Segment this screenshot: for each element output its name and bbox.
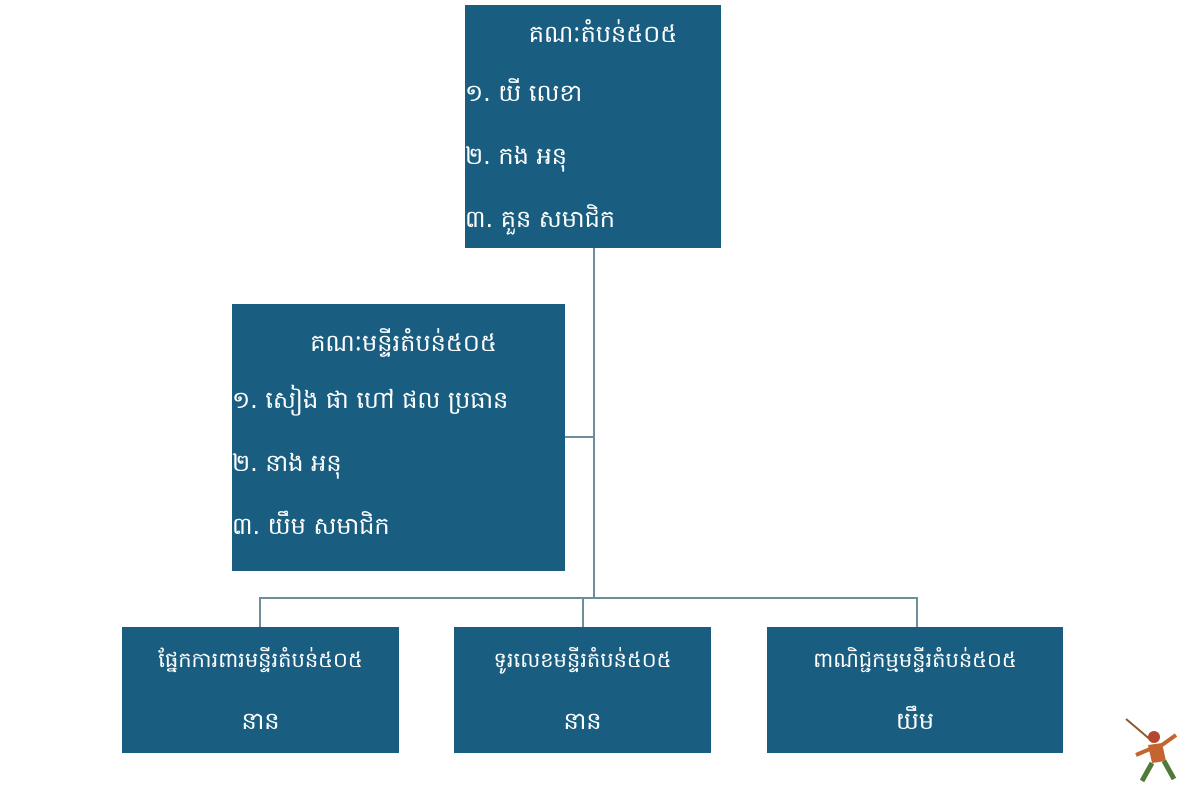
box-title: គណៈតំបន់៥០៥	[528, 20, 678, 48]
member: ២. កង អនុ	[465, 142, 567, 170]
member: ១. យី លេខា	[465, 79, 583, 107]
top-committee-box: គណៈតំបន់៥០៥ ១. យី លេខា ២. កង អនុ ៣. គួន …	[465, 5, 721, 248]
department-head: យឹម	[895, 707, 935, 735]
connector-dept-1	[259, 597, 261, 627]
connector-dept-2	[582, 597, 584, 627]
connector-departments	[259, 597, 918, 599]
department-title: ផ្នែកការពារមន្ទីរតំបន់៥០៥	[158, 648, 363, 672]
office-committee-box: គណៈមន្ទីរតំបន់៥០៥ ១. សៀង ផា ហៅ ផល ប្រធាន…	[232, 304, 565, 571]
department-box: ផ្នែកការពារមន្ទីរតំបន់៥០៥ នាន	[122, 627, 399, 753]
connector-office	[565, 436, 594, 438]
department-title: ពាណិជ្ជកម្មមន្ទីរតំបន់៥០៥	[813, 648, 1017, 672]
department-head: នាន	[563, 707, 602, 735]
box-title: គណៈមន្ទីរតំបន់៥០៥	[310, 329, 497, 357]
department-head: នាន	[241, 707, 280, 735]
department-box: ពាណិជ្ជកម្មមន្ទីរតំបន់៥០៥ យឹម	[767, 627, 1063, 753]
connector-dept-3	[916, 597, 918, 627]
member: ៣. គួន សមាជិក	[465, 205, 616, 233]
member: ៣. យឹម សមាជិក	[232, 512, 390, 540]
hanuman-logo-icon	[1125, 718, 1178, 783]
member: ១. សៀង ផា ហៅ ផល ប្រធាន	[232, 386, 509, 414]
connector-trunk	[593, 248, 595, 599]
department-box: ទូរលេខមន្ទីរតំបន់៥០៥ នាន	[454, 627, 711, 753]
member: ២. នាង អនុ	[232, 449, 342, 477]
department-title: ទូរលេខមន្ទីរតំបន់៥០៥	[493, 648, 672, 672]
